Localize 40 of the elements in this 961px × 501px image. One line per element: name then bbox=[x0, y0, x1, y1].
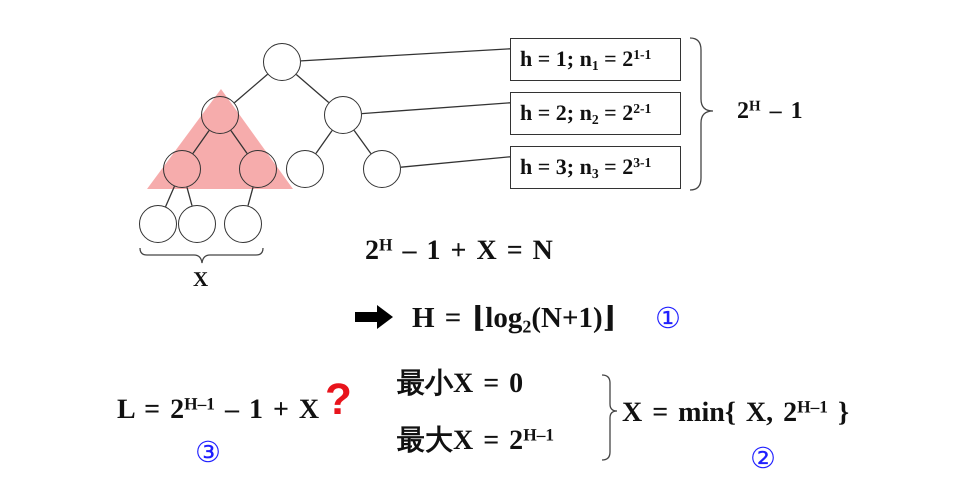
level-box bbox=[510, 38, 681, 81]
tree-edge bbox=[315, 130, 333, 154]
tree-node-circle bbox=[224, 205, 262, 243]
level-formula: h = 1; n$_{1}$ = 2$^{1-1}$ bbox=[520, 47, 652, 72]
level-formula: h = 2; n$_{2}$ = 2$^{2-1}$ bbox=[520, 101, 652, 126]
tree-node-circle bbox=[324, 96, 362, 134]
level-box bbox=[510, 146, 681, 189]
formula-text: X = min{ X, 2$^{H–1}$ } bbox=[622, 399, 850, 427]
tree-node-circle bbox=[201, 96, 239, 134]
tree-edge bbox=[296, 74, 330, 103]
circled-number: ③ bbox=[195, 438, 221, 466]
tree-node-circle bbox=[163, 150, 201, 188]
tree-edge bbox=[165, 186, 175, 207]
tree-edge bbox=[234, 74, 268, 104]
tree-edge bbox=[354, 130, 372, 154]
tree-edge bbox=[192, 130, 210, 154]
circled-number: ② bbox=[750, 444, 776, 472]
formula-text: L = 2$^{H–1}$ – 1 + X bbox=[117, 396, 320, 424]
formula-text: 2$^{H}$ – 1 bbox=[737, 99, 803, 123]
tree-node-circle bbox=[239, 150, 277, 188]
level-box bbox=[510, 92, 681, 135]
formula-text: 最大X = 2$^{H–1}$ bbox=[397, 427, 554, 455]
tree-node-circle bbox=[178, 205, 216, 243]
leader-line bbox=[300, 48, 510, 62]
level-formula: h = 3; n$_{3}$ = 2$^{3-1}$ bbox=[520, 155, 652, 180]
leader-line bbox=[400, 156, 510, 168]
formula-text: H = ⌊log$_{2}$(N+1)⌋ bbox=[412, 304, 616, 332]
leader-line bbox=[362, 102, 510, 114]
tree-node-circle bbox=[363, 150, 401, 188]
formula-text: 最小X = 0 bbox=[397, 370, 524, 398]
tree-edge bbox=[186, 187, 193, 206]
formula-text: 2$^{H}$ – 1 + X = N bbox=[365, 237, 553, 265]
question-mark: ? bbox=[325, 378, 352, 422]
brace-label: X bbox=[193, 268, 208, 290]
tree-node-circle bbox=[286, 150, 324, 188]
tree-node-circle bbox=[139, 205, 177, 243]
tree-edge bbox=[230, 130, 248, 154]
tree-node-circle bbox=[263, 43, 301, 81]
circled-number: ① bbox=[655, 304, 681, 332]
tree-edge bbox=[247, 187, 254, 206]
